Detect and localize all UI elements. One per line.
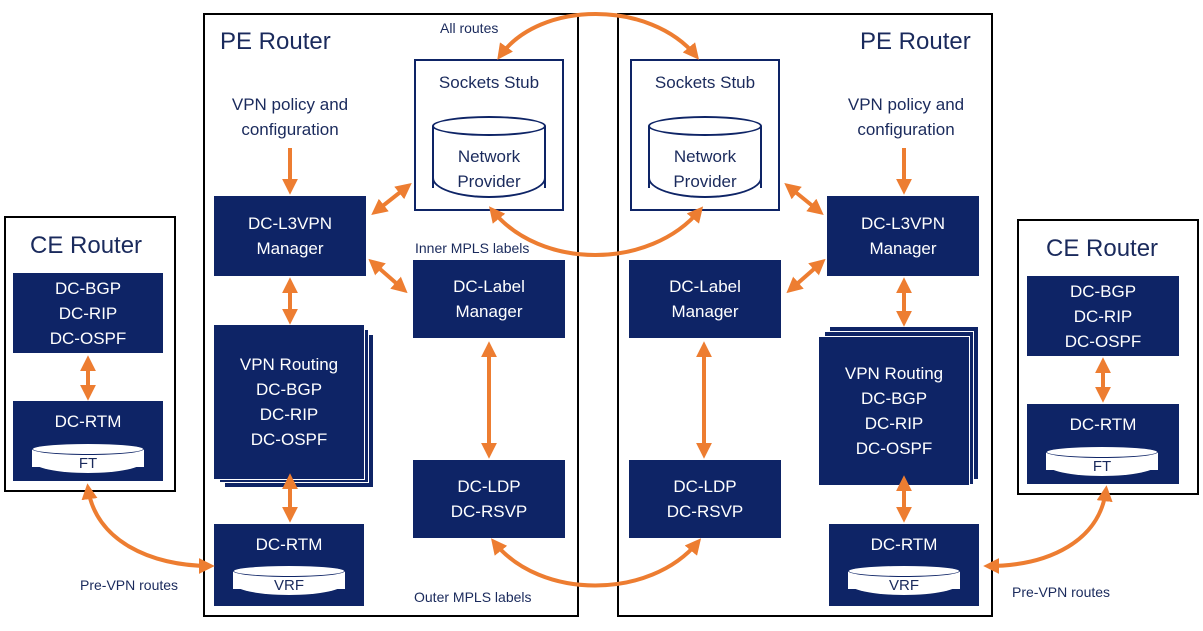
right-pe-provider-line1: Network <box>673 147 737 166</box>
right-pe-router-title: PE Router <box>860 28 971 55</box>
right-ce-protocol-rip: DC-RIP <box>1073 306 1133 326</box>
right-pe-vpn-routing-line3: DC-RIP <box>864 414 924 433</box>
right-pe-vpn-routing: VPN Routing DC-BGP DC-RIP DC-OSPF <box>818 336 970 486</box>
right-pe-l3vpn-line2: Manager <box>869 239 937 258</box>
right-pe-label-manager: DC-Label Manager <box>629 260 781 338</box>
left-pe-network-provider-cylinder: Network Provider <box>432 116 546 198</box>
left-pe-ldp-line2: DC-RSVP <box>450 502 528 521</box>
left-pe-sockets-stub-label: Sockets Stub <box>438 73 540 92</box>
arrow-left-l3vpn-labelmgr <box>368 258 408 294</box>
right-pe-vrf-cylinder: VRF <box>848 565 960 595</box>
right-pe-ldp-line2: DC-RSVP <box>666 502 744 521</box>
left-ce-ft-label: FT <box>78 455 98 472</box>
right-pe-ldp-line1: DC-LDP <box>673 477 737 496</box>
right-ce-protocols-box: DC-BGP DC-RIP DC-OSPF <box>1027 276 1179 356</box>
right-ce-rtm-label: DC-RTM <box>1069 415 1137 434</box>
left-pe-router-title: PE Router <box>220 28 331 55</box>
left-pe-ldp-rsvp: DC-LDP DC-RSVP <box>413 460 565 538</box>
left-pe-label-manager: DC-Label Manager <box>413 260 565 338</box>
right-ce-protocol-bgp: DC-BGP <box>1069 281 1137 301</box>
left-pe-vpn-routing-line4: DC-OSPF <box>250 430 328 449</box>
left-pe-label-mgr-line2: Manager <box>455 302 523 321</box>
pre-vpn-routes-left-label: Pre-VPN routes <box>80 577 179 593</box>
right-pe-ldp-rsvp: DC-LDP DC-RSVP <box>629 460 781 538</box>
left-ce-ft-cylinder: FT <box>32 443 144 473</box>
left-pe-policy-line1: VPN policy and <box>231 95 349 114</box>
left-pe-ldp-line1: DC-LDP <box>457 477 521 496</box>
right-pe-sockets-stub-label: Sockets Stub <box>654 73 756 92</box>
arrow-right-l3vpn-stub <box>784 182 824 216</box>
arrow-outer-mpls <box>491 538 702 588</box>
right-pe-label-mgr-line2: Manager <box>671 302 739 321</box>
left-pe-policy-line2: configuration <box>241 120 339 139</box>
all-routes-label: All routes <box>440 20 499 36</box>
left-pe-l3vpn-manager: DC-L3VPN Manager <box>214 196 366 276</box>
right-pe-policy-line2: configuration <box>857 120 955 139</box>
right-ce-protocol-ospf: DC-OSPF <box>1064 331 1142 351</box>
outer-mpls-labels-label: Outer MPLS labels <box>414 589 532 605</box>
right-pe-network-provider-cylinder: Network Provider <box>648 116 762 198</box>
pre-vpn-routes-right-label: Pre-VPN routes <box>1012 584 1111 600</box>
arrow-stub-to-stub <box>488 206 704 257</box>
left-pe-label-mgr-line1: DC-Label <box>453 277 525 296</box>
right-pe-vpn-routing-line4: DC-OSPF <box>855 439 933 458</box>
left-pe-l3vpn-line2: Manager <box>256 239 324 258</box>
right-pe-vpn-routing-line1: VPN Routing <box>844 364 944 383</box>
right-pe-label-mgr-line1: DC-Label <box>669 277 741 296</box>
left-pe-policy-note: VPN policy and configuration <box>210 92 370 142</box>
right-ce-ft-cylinder: FT <box>1046 446 1158 476</box>
arrow-left-l3vpn-stub <box>371 183 412 215</box>
inner-mpls-labels-label: Inner MPLS labels <box>415 240 530 256</box>
right-pe-provider-line2: Provider <box>673 172 737 191</box>
right-pe-l3vpn-line1: DC-L3VPN <box>860 214 946 233</box>
right-pe-vpn-routing-line2: DC-BGP <box>860 389 928 408</box>
left-pe-provider-line2: Provider <box>457 172 521 191</box>
right-ce-router-title: CE Router <box>1046 235 1159 262</box>
left-pe-vpn-routing-line2: DC-BGP <box>255 380 323 399</box>
right-pe-policy-note: VPN policy and configuration <box>826 92 986 142</box>
left-ce-protocol-rip: DC-RIP <box>58 303 118 323</box>
left-ce-protocols-box: DC-BGP DC-RIP DC-OSPF <box>13 273 163 353</box>
right-ce-ft-label: FT <box>1092 458 1112 475</box>
right-pe-vrf-label: VRF <box>889 577 919 594</box>
right-pe-rtm-label: DC-RTM <box>870 535 938 554</box>
left-pe-vrf-cylinder: VRF <box>233 565 345 595</box>
arrow-pre-vpn-left <box>81 483 215 574</box>
left-pe-provider-line1: Network <box>457 147 521 166</box>
arrow-pre-vpn-right <box>983 485 1113 574</box>
left-ce-router-title: CE Router <box>30 232 143 259</box>
left-ce-protocol-bgp: DC-BGP <box>54 278 122 298</box>
arrow-all-routes <box>497 12 700 60</box>
left-pe-vpn-routing-line3: DC-RIP <box>259 405 319 424</box>
left-pe-vrf-label: VRF <box>274 577 304 594</box>
left-pe-vpn-routing-line1: VPN Routing <box>239 355 339 374</box>
left-pe-rtm-label: DC-RTM <box>255 535 323 554</box>
left-pe-vpn-routing: VPN Routing DC-BGP DC-RIP DC-OSPF <box>213 324 365 480</box>
left-pe-l3vpn-line1: DC-L3VPN <box>247 214 333 233</box>
arrow-right-l3vpn-labelmgr <box>786 258 826 294</box>
right-pe-policy-line1: VPN policy and <box>847 95 965 114</box>
left-ce-protocol-ospf: DC-OSPF <box>49 328 127 348</box>
right-pe-l3vpn-manager: DC-L3VPN Manager <box>827 196 979 276</box>
left-ce-rtm-label: DC-RTM <box>54 412 122 431</box>
